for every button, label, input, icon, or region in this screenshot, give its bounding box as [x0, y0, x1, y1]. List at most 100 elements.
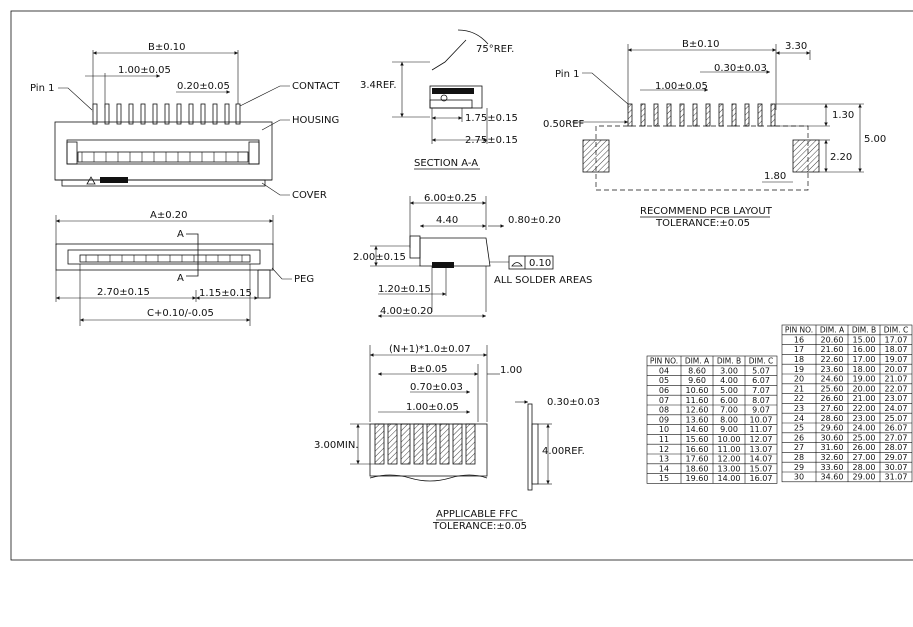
- front-contact-label: CONTACT: [292, 81, 340, 92]
- table-right-cell: 25: [794, 424, 804, 433]
- table-right-cell: 21.07: [885, 375, 908, 384]
- bottom-view: A±0.20 A A PEG 2.70±0.15 1.15±0.15 C+: [55, 210, 314, 326]
- side-flatness-note: ALL SOLDER AREAS: [494, 275, 592, 286]
- table-left-cell: 9.00: [720, 425, 738, 434]
- bottom-section-a-top: A: [177, 229, 184, 240]
- pcb-dim-pad: 0.30±0.03: [714, 63, 767, 74]
- pcb-dim-pitch: 1.00±0.05: [655, 81, 708, 92]
- table-left-cell: 8.60: [688, 366, 706, 375]
- section-height: 3.4REF.: [360, 80, 397, 91]
- table-right-header: PIN NO.: [785, 326, 813, 335]
- table-left-cell: 06: [659, 386, 669, 395]
- table-right-cell: 19.07: [885, 355, 908, 364]
- pcb-title: RECOMMEND PCB LAYOUT: [640, 206, 773, 217]
- table-right-cell: 29: [794, 463, 804, 472]
- section-title: SECTION A-A: [414, 158, 478, 169]
- section-dim2: 2.75±0.15: [465, 135, 518, 146]
- side-tip: 0.80±0.20: [508, 215, 561, 226]
- table-left-cell: 15.60: [686, 435, 709, 444]
- table-left-cell: 09: [659, 415, 669, 424]
- table-left-cell: 9.60: [688, 376, 706, 385]
- table-right-cell: 31.60: [821, 443, 844, 452]
- section-view: 3.4REF. 75°REF. 1.75±0.15 2.75±0.15 SECT…: [360, 29, 518, 170]
- table-right-cell: 28: [794, 453, 804, 462]
- table-right-cell: 25.00: [853, 433, 876, 442]
- table-left-cell: 07: [659, 396, 669, 405]
- table-right-cell: 23: [794, 404, 804, 413]
- table-left-cell: 7.07: [752, 386, 770, 395]
- pcb-dim-peg-w: 1.80: [764, 171, 786, 182]
- front-housing-label: HOUSING: [292, 115, 339, 126]
- table-right-cell: 24.07: [885, 404, 908, 413]
- front-dim-contact: 0.20±0.05: [177, 81, 230, 92]
- ffc-min-len: 3.00MIN.: [314, 440, 359, 451]
- table-left-cell: 10: [659, 425, 669, 434]
- ffc-overall: (N+1)*1.0±0.07: [389, 344, 471, 355]
- table-right-cell: 34.60: [821, 473, 844, 482]
- table-left-cell: 12: [659, 445, 669, 454]
- table-left-cell: 8.07: [752, 396, 770, 405]
- table-right-cell: 20: [794, 375, 804, 384]
- table-right-cell: 27: [794, 443, 804, 452]
- table-left-cell: 17.60: [686, 455, 709, 464]
- table-right-cell: 26: [794, 433, 804, 442]
- table-right-cell: 18.00: [853, 365, 876, 374]
- ffc-thickness: 0.30±0.03: [547, 397, 600, 408]
- table-right-cell: 27.07: [885, 433, 908, 442]
- table-left-cell: 05: [659, 376, 669, 385]
- bottom-section-a-bottom: A: [177, 273, 184, 284]
- table-right-cell: 33.60: [821, 463, 844, 472]
- pcb-dim-b: B±0.10: [682, 39, 720, 50]
- table-left-cell: 4.00: [720, 376, 738, 385]
- table-left-cell: 11.60: [686, 396, 709, 405]
- table-right-cell: 24.00: [853, 424, 876, 433]
- front-cover-label: COVER: [292, 190, 327, 201]
- side-height: 2.00±0.15: [353, 252, 406, 263]
- table-left-cell: 15: [659, 474, 669, 483]
- pcb-layout-view: B±0.10 3.30 0.30±0.03 1.00±0.05 Pin 1 0.…: [543, 39, 886, 229]
- pcb-tolerance: TOLERANCE:±0.05: [655, 218, 750, 229]
- table-left-cell: 7.00: [720, 406, 738, 415]
- table-right-cell: 29.00: [853, 473, 876, 482]
- table-left-cell: 19.60: [686, 474, 709, 483]
- table-right-cell: 26.07: [885, 424, 908, 433]
- table-right-cell: 22.00: [853, 404, 876, 413]
- table-left-cell: 12.07: [750, 435, 773, 444]
- table-left-cell: 13.00: [718, 464, 741, 473]
- table-right-cell: 23.60: [821, 365, 844, 374]
- table-right-cell: 30: [794, 473, 804, 482]
- table-right-cell: 25.07: [885, 414, 908, 423]
- table-right-cell: 20.60: [821, 335, 844, 344]
- table-left-cell: 14.60: [686, 425, 709, 434]
- table-left-cell: 14.00: [718, 474, 741, 483]
- ffc-view: (N+1)*1.0±0.07 1.00 B±0.05 0.70±0.03 1.0…: [314, 344, 600, 532]
- table-right-cell: 20.07: [885, 365, 908, 374]
- table-left-cell: 3.00: [720, 366, 738, 375]
- table-right-cell: 28.60: [821, 414, 844, 423]
- table-left-header: DIM. B: [717, 357, 741, 366]
- ffc-pitch: 1.00±0.05: [406, 402, 459, 413]
- table-left-header: DIM. C: [749, 357, 773, 366]
- table-right-cell: 22.07: [885, 384, 908, 393]
- front-dim-b: B±0.10: [148, 42, 186, 53]
- table-left-cell: 10.07: [750, 415, 773, 424]
- table-left-cell: 11: [659, 435, 669, 444]
- table-left-header: PIN NO.: [650, 357, 678, 366]
- table-right-cell: 28.00: [853, 463, 876, 472]
- table-right-cell: 24.60: [821, 375, 844, 384]
- table-right-cell: 18: [794, 355, 804, 364]
- ffc-stiffener: 4.00REF.: [542, 446, 585, 457]
- bottom-dim-right: 1.15±0.15: [199, 288, 252, 299]
- pcb-dim-pad-len: 1.30: [832, 110, 854, 121]
- table-right-cell: 23.00: [853, 414, 876, 423]
- table-right-cell: 16: [794, 335, 804, 344]
- table-right-cell: 19: [794, 365, 804, 374]
- table-right-cell: 22.60: [821, 355, 844, 364]
- side-flatness-value: 0.10: [529, 258, 551, 269]
- table-right-cell: 28.07: [885, 443, 908, 452]
- table-right-cell: 17.00: [853, 355, 876, 364]
- table-left-cell: 18.60: [686, 464, 709, 473]
- table-left-cell: 13.07: [750, 445, 773, 454]
